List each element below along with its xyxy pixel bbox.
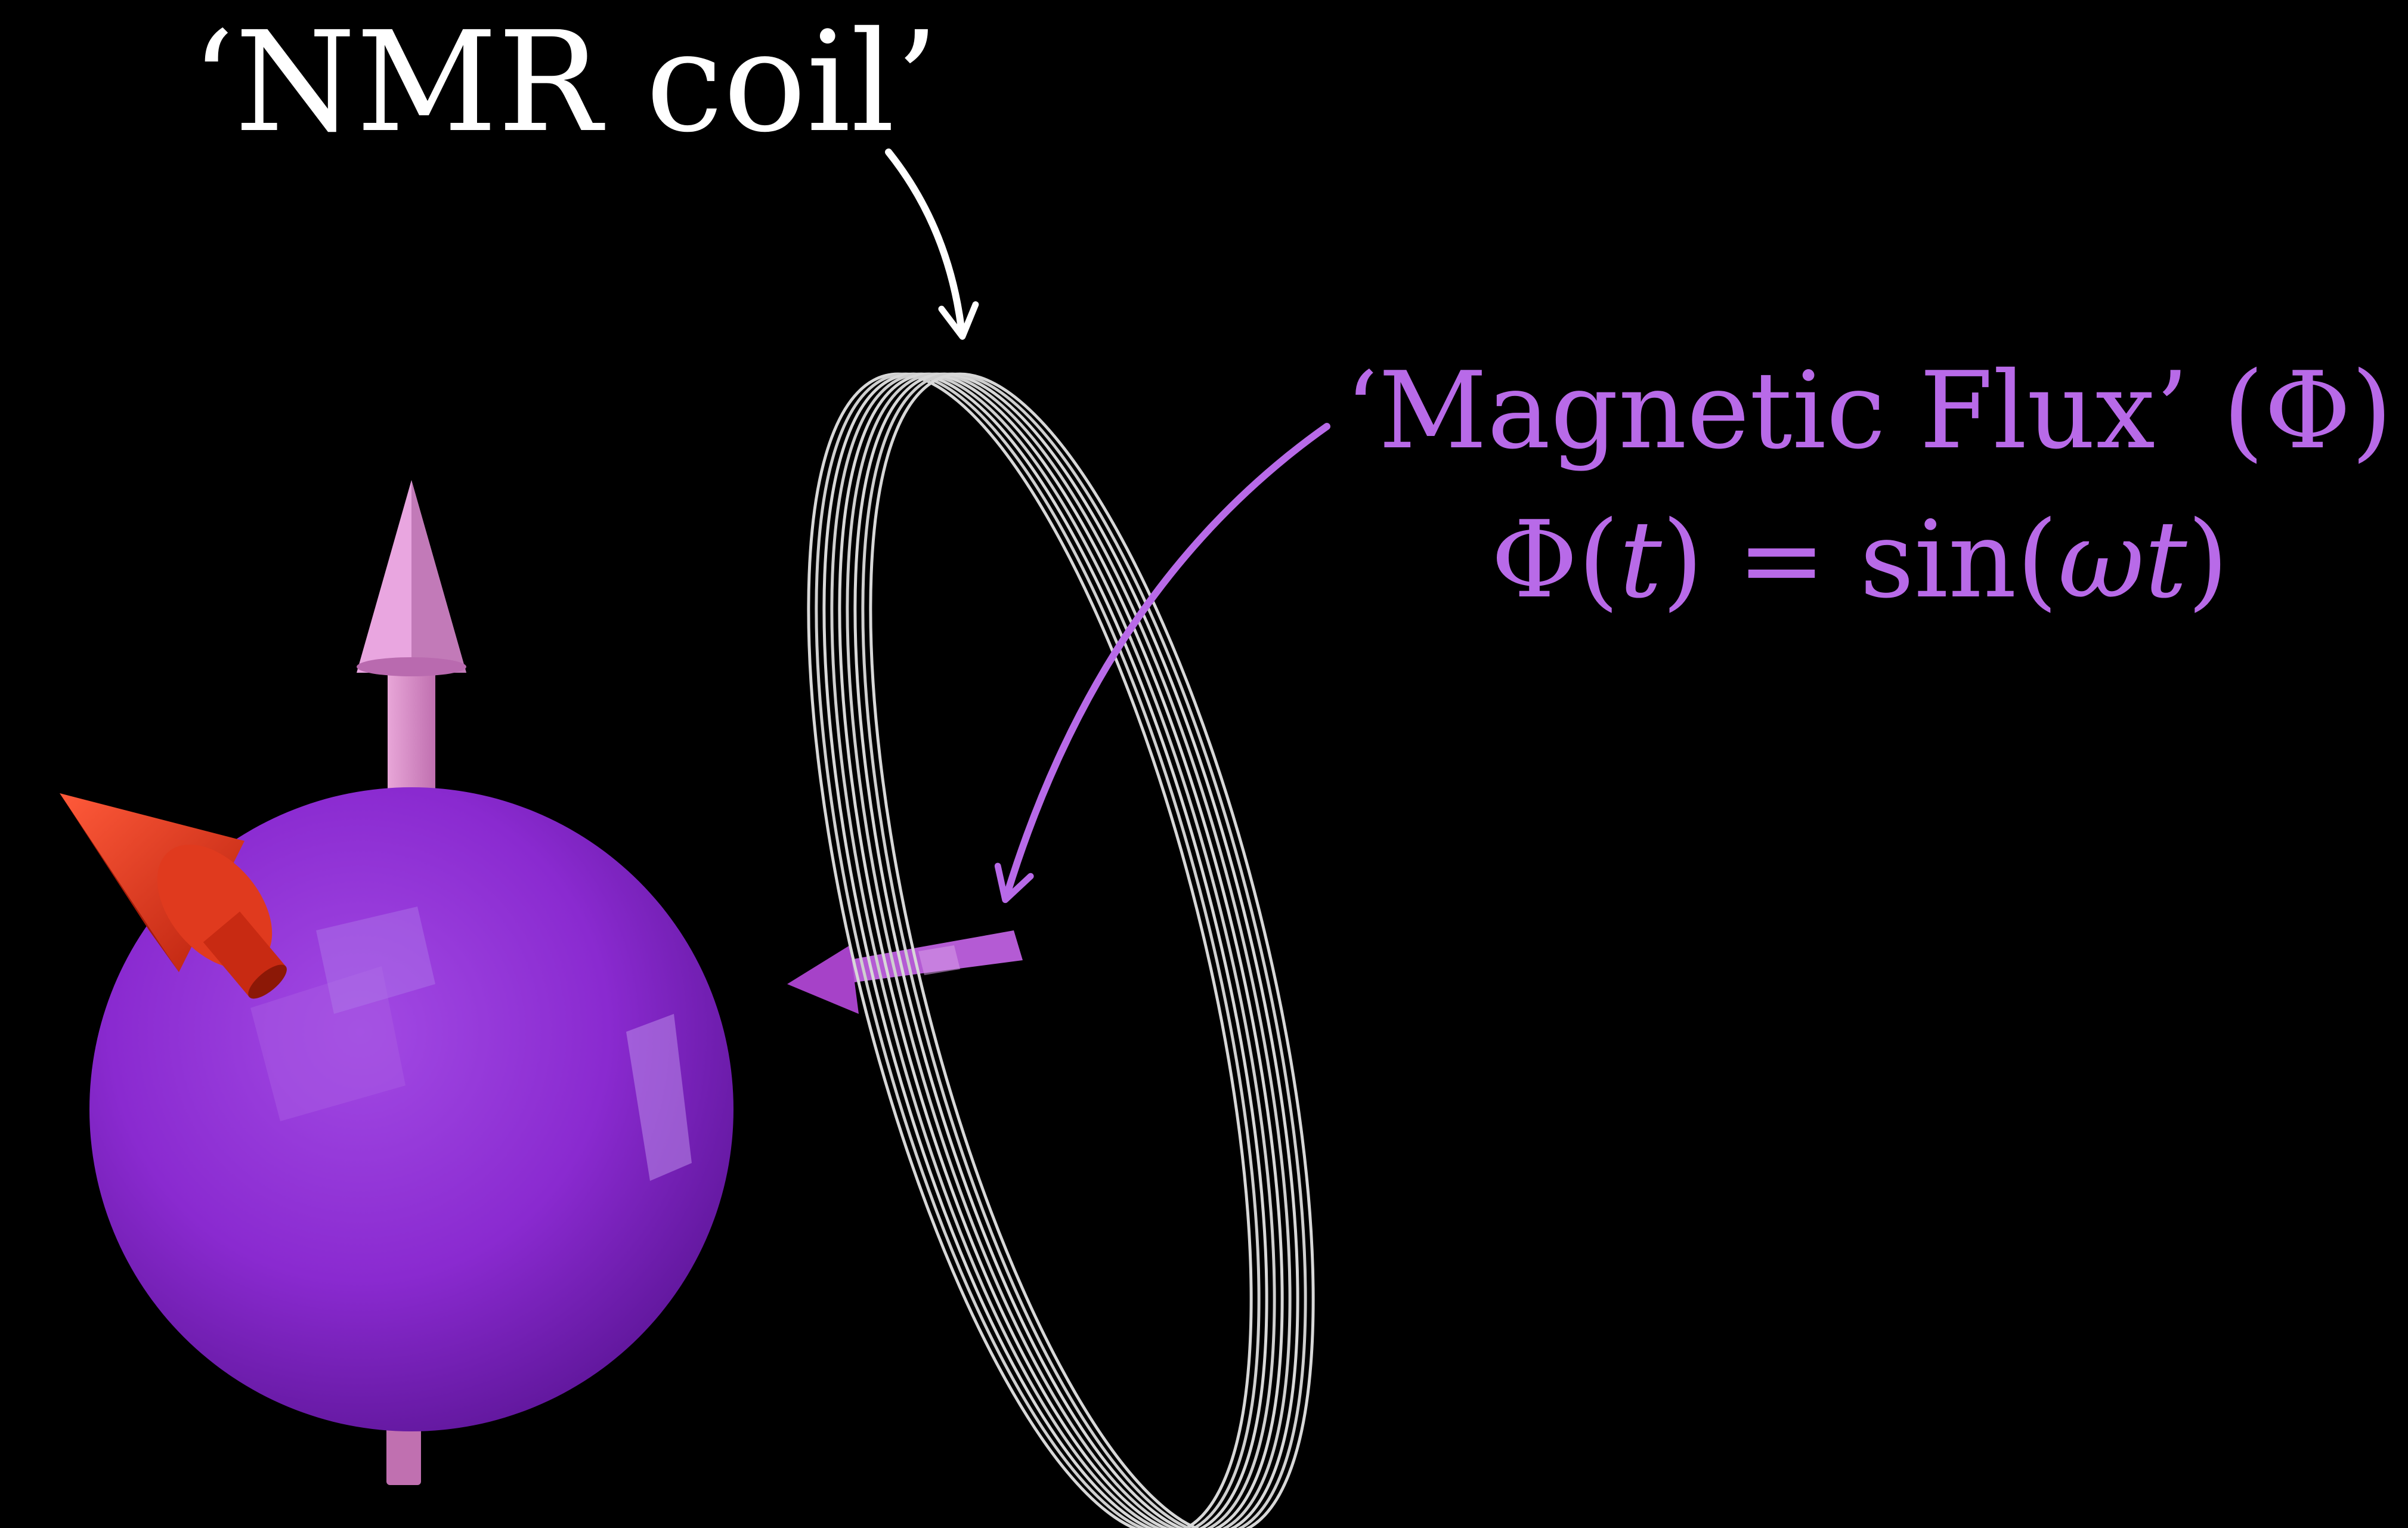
spin-axis-arrow-icon: [357, 480, 466, 805]
equation-omega: ω: [2058, 498, 2145, 621]
equation-lhs-variable: t: [1619, 498, 1662, 621]
red-cone-icon: [60, 793, 287, 999]
flux-title: ‘Magnetic Flux’ (Φ): [1345, 349, 2393, 472]
coil-pointer-arrow: [885, 149, 979, 340]
flux-equation: Φ(t) = sin(ωt): [1491, 507, 2229, 613]
coil-title: ‘NMR coil’: [191, 2, 939, 163]
wire-coil-icon: [807, 372, 1315, 1528]
equation-rhs-variable: t: [2144, 498, 2187, 621]
equation-lhs-symbol: Φ(: [1491, 498, 1620, 621]
equation-middle: ) = sin(: [1661, 498, 2059, 621]
equation-close: ): [2187, 498, 2229, 621]
flux-pointer-arrow: [994, 423, 1330, 904]
